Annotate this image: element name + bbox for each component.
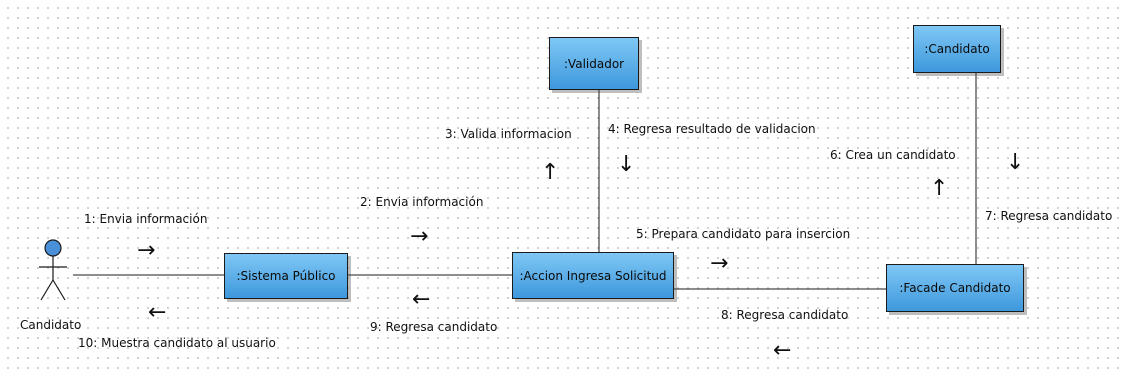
actor-leg-right [52,279,66,301]
message-6-label: 6: Crea un candidato [830,148,956,162]
message-10-arrow-icon: ← [148,300,167,325]
message-6-arrow-icon: ↑ [930,176,949,201]
message-1-arrow-icon: → [137,238,156,263]
message-9-arrow-icon: ← [412,287,431,312]
message-3-label: 3: Valida informacion [445,127,572,141]
message-5-arrow-icon: → [710,251,729,276]
message-7-arrow-icon: ↓ [1006,150,1025,175]
message-2-arrow-icon: → [410,224,429,249]
message-10-label: 10: Muestra candidato al usuario [78,336,276,350]
object-accion-ingresa-solicitud[interactable]: :Accion Ingresa Solicitud [512,252,674,299]
message-9-label: 9: Regresa candidato [370,320,498,334]
message-8-label: 8: Regresa candidato [721,308,849,322]
object-validador[interactable]: :Validador [549,37,639,90]
object-facade-candidato[interactable]: :Facade Candidato [886,264,1024,312]
object-candidato[interactable]: :Candidato [913,25,1001,73]
message-1-label: 1: Envia información [84,212,208,226]
object-sistema-publico[interactable]: :Sistema Público [224,253,348,299]
actor-head [44,239,62,257]
message-4-arrow-icon: ↓ [617,152,636,177]
message-3-arrow-icon: ↑ [541,160,560,185]
message-8-arrow-icon: ← [773,338,792,363]
message-7-label: 7: Regresa candidato [985,209,1113,223]
message-4-label: 4: Regresa resultado de validacion [608,122,816,136]
message-2-label: 2: Envia información [360,195,484,209]
message-5-label: 5: Prepara candidato para insercion [636,227,851,241]
actor-figure[interactable] [24,236,84,316]
actor-label: Candidato [20,318,82,332]
actor-leg-left [40,279,54,301]
